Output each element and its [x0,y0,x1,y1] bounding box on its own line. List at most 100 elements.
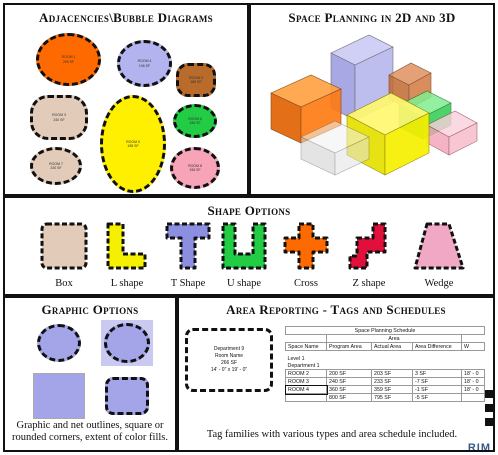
bubble-label: ROOM 2 [189,75,203,80]
col-header: W [461,342,485,351]
panel-title-bubble: Adjacencies\Bubble Diagrams [39,10,213,25]
bubble-area: 198 SF [127,144,139,148]
bubble-area: 240 SF [53,117,65,122]
z-shape-icon [348,222,387,270]
col-header: Actual Area [371,342,413,351]
corner-logo: RIM [467,442,491,452]
col-header: Area Difference [412,342,462,351]
shape-label-z: Z shape [352,278,386,289]
bubble-label: ROOM 6 [188,116,202,121]
bubble-room-4[interactable]: ROOM 4 196 SF [117,40,172,87]
table-row[interactable]: ROOM 3 240 SF 233 SF -7 SF 18' - 0 [285,377,485,386]
schedule-group-header: Area [326,334,462,343]
cell: ROOM 3 [285,377,327,386]
area-caption: Tag families with various types and area… [206,429,458,440]
bubble-area: 295 SF [62,59,75,64]
cell: 203 SF [371,369,413,378]
tag-area: 266 SF [220,360,238,366]
shape-label-wedge: Wedge [424,278,454,289]
schedule-title: Space Planning Schedule [285,326,485,335]
shape-label-cross: Cross [294,278,318,289]
cell: 18' - 0 [461,377,485,386]
space-planning-panel: Space Planning in 2D and 3D [249,3,495,196]
3d-massing-model [270,34,478,176]
shape-label-t: T Shape [170,278,206,289]
bubble-area: 196 SF [138,63,151,68]
schedule-level: Level 1 [287,355,305,362]
bubble-label: ROOM 4 [137,59,152,64]
graphic-sample-2 [101,320,153,366]
massing-pink-box [426,110,478,156]
panel-title-area: Area Reporting - Tags and Schedules [226,302,446,317]
bubble-area: 240 SF [50,166,62,170]
tag-room-name: Room Name [214,353,244,359]
col-header: Space Name [285,342,327,351]
room-tag[interactable]: Department 9 Room Name 266 SF 14' - 0" x… [185,328,273,392]
cell [285,393,327,402]
cell: 200 SF [326,369,372,378]
shape-label-u: U shape [226,278,262,289]
cell: ROOM 2 [285,369,327,378]
bubble-room-8[interactable]: ROOM 8 196 SF [170,147,220,189]
bubble-label: ROOM 1 [61,55,76,60]
panel-title-space: Space Planning in 2D and 3D [288,10,456,25]
wedge-shape-icon [413,222,465,270]
bubble-room-5[interactable]: ROOM 5 198 SF [100,95,166,193]
cell [461,393,485,402]
table-row[interactable]: ROOM 4 360 SF 359 SF -1 SF 18' - 0 [285,384,485,395]
box-shape-icon [40,222,88,270]
bubble-area: 196 SF [189,168,201,172]
cell: 3 SF [412,369,462,378]
cell: 18' - 0 [461,385,485,394]
bubble-room-2[interactable]: ROOM 2 165 SF [176,63,216,97]
bubble-room-7[interactable]: ROOM 7 240 SF [30,147,82,185]
schedule-table-wrap: Space Planning Schedule Area Space Name … [285,326,493,414]
t-shape-icon [165,222,211,270]
l-shape-icon [106,222,147,270]
u-shape-icon [221,222,267,270]
table-row[interactable]: ROOM 2 200 SF 203 SF 3 SF 18' - 0 [285,369,485,378]
bubble-label: ROOM 3 [52,113,66,118]
bubble-room-1[interactable]: ROOM 1 295 SF [36,33,101,86]
cell: 800 SF [326,393,372,402]
cell: 18' - 0 [461,369,485,378]
bubble-room-3[interactable]: ROOM 3 240 SF [30,95,88,140]
cell: 359 SF [371,385,413,394]
cell: ROOM 4 [285,384,328,395]
graphic-sample-4 [101,373,153,419]
tag-department: Department 9 [213,346,245,352]
schedule-department: Department 1 [287,362,320,369]
corner-decoration-icon [483,390,493,434]
graphic-options-panel: Graphic Options Graphic and net outlines… [3,296,177,452]
cell: -1 SF [412,385,462,394]
area-reporting-panel: Area Reporting - Tags and Schedules Depa… [177,296,495,452]
bubble-diagram-panel: Adjacencies\Bubble Diagrams ROOM 1 295 S… [3,3,249,196]
bubble-label: ROOM 8 [188,163,202,168]
space-planning-schedule: Space Planning Schedule Area Space Name … [285,326,485,402]
panel-title-graphic: Graphic Options [41,302,139,317]
cell: 360 SF [326,385,372,394]
shape-options-panel: Shape Options Box L shape T Shape U shap… [3,196,495,296]
cell: 233 SF [371,377,413,386]
bubble-area: 196 SF [189,121,201,125]
cell: -5 SF [412,393,462,402]
cell: 240 SF [326,377,372,386]
tag-dimensions: 14' - 0" x 19' - 0" [210,367,248,373]
shape-label-l: L shape [110,278,144,289]
graphic-caption: Graphic and net outlines, square or roun… [12,420,168,443]
col-header: Program Area [326,342,372,351]
bubble-label: ROOM 7 [49,161,63,166]
cell: 795 SF [371,393,413,402]
cell: -7 SF [412,377,462,386]
cross-shape-icon [283,222,329,270]
massing-glass-box [300,120,370,176]
shape-icons [40,222,465,270]
bubble-area: 165 SF [190,80,202,84]
shape-label-box: Box [55,278,73,289]
panel-title-shapes: Shape Options [207,203,291,218]
totals-row: 800 SF 795 SF -5 SF [285,393,485,402]
graphic-sample-1 [33,320,85,366]
graphic-sample-3 [33,373,85,419]
bubble-room-6[interactable]: ROOM 6 196 SF [173,104,217,138]
bubble-label: ROOM 5 [126,139,140,144]
